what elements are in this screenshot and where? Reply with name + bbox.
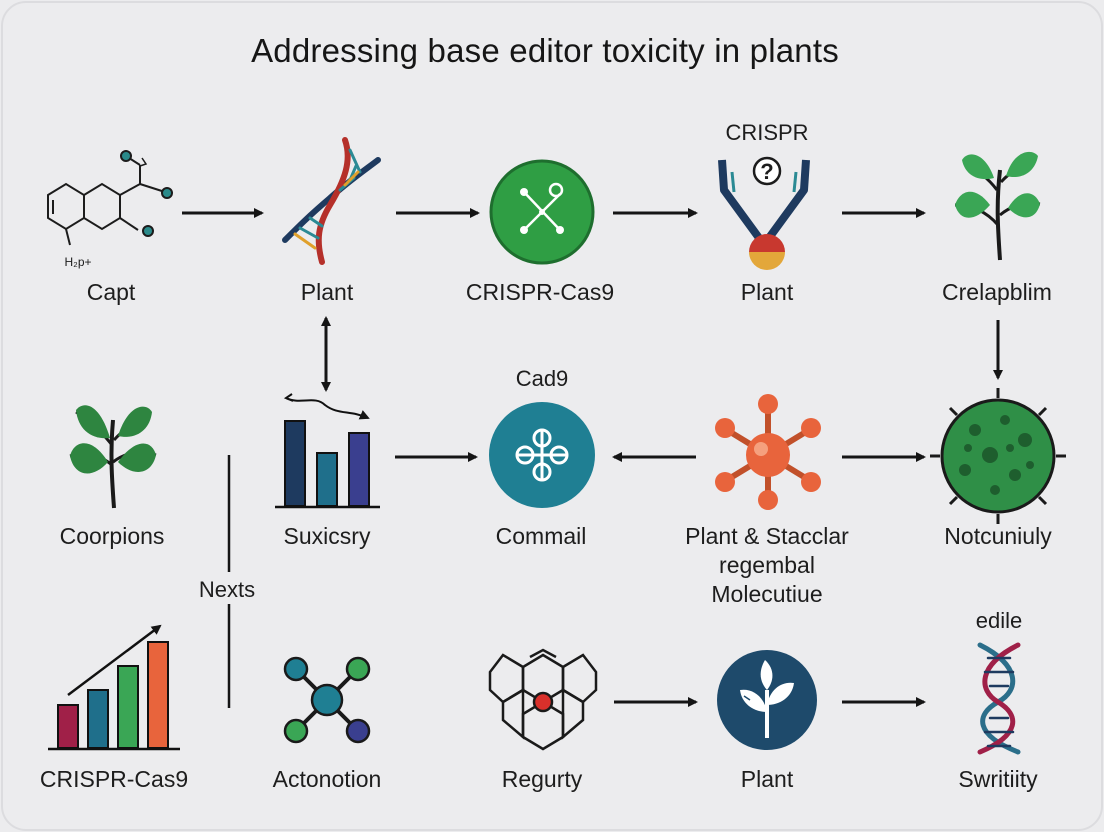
dna-strand-icon	[977, 642, 1021, 755]
label-plant-stacclar: Plant & Stacclar	[685, 523, 849, 549]
green-circle-network-icon	[489, 159, 595, 265]
scissors-badge: ?	[760, 159, 774, 184]
label-actonotion: Actonotion	[272, 766, 382, 792]
label-notcuniuly: Notcuniuly	[944, 523, 1052, 549]
node-network-icon	[283, 656, 371, 744]
hexagon-ring-icon	[488, 648, 598, 751]
label-crispr-cas9-bottom: CRISPR-Cas9	[39, 766, 189, 792]
label-crispr-top: CRISPR	[725, 120, 809, 145]
label-suxicsry: Suxicsry	[283, 523, 371, 549]
bar-chart-icon	[275, 393, 380, 509]
orange-molecule-icon	[715, 394, 821, 510]
label-plant-3: Plant	[740, 766, 794, 792]
label-commail: Commail	[495, 523, 587, 549]
label-edile: edile	[975, 608, 1023, 633]
seedling-icon	[954, 151, 1041, 261]
label-cad9: Cad9	[515, 366, 569, 391]
capt-subscript: H₂p+	[64, 255, 92, 269]
molecule-structure-icon	[47, 150, 173, 246]
growth-chart-icon	[48, 624, 180, 751]
teal-circle-network-icon	[489, 402, 595, 508]
crispr-scissors-icon	[718, 156, 810, 270]
plant-circle-icon	[717, 650, 817, 750]
diagram-title: Addressing base editor toxicity in plant…	[251, 32, 839, 69]
dna-helix-icon	[282, 137, 381, 265]
label-regembal: regembal	[719, 552, 815, 578]
label-capt: Capt	[86, 279, 136, 305]
label-regurty: Regurty	[501, 766, 583, 792]
row1-arrows	[182, 208, 1003, 392]
leaf-sprout-icon	[69, 405, 157, 509]
label-coorpions: Coorpions	[59, 523, 165, 549]
label-crelapblim: Crelapblim	[942, 279, 1052, 305]
label-crispr-cas9-top: CRISPR-Cas9	[465, 279, 615, 305]
label-plant-2: Plant	[740, 279, 794, 305]
label-plant-1: Plant	[300, 279, 354, 305]
label-nexts: Nexts	[198, 577, 256, 602]
green-cell-icon	[930, 388, 1066, 524]
label-molecutiue: Molecutiue	[711, 581, 823, 607]
row2-arrows	[227, 452, 926, 708]
label-swritiity: Swritiity	[958, 766, 1038, 792]
